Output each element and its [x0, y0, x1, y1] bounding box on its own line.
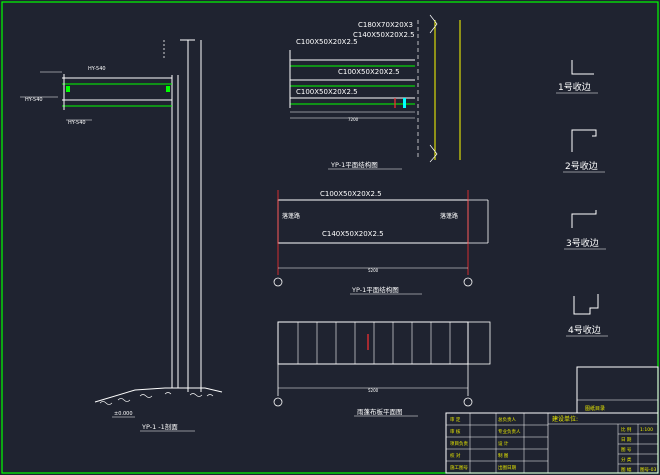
ground-line: [94, 387, 223, 403]
title-header: 建设单位:: [552, 415, 578, 423]
member-label: C140X50X20X2.5: [353, 31, 415, 39]
member-label: C180X70X20X3: [358, 21, 413, 29]
title-cell: 专业负责人: [498, 428, 521, 435]
title-grid: [445, 412, 659, 474]
title-cell: 制 图: [498, 452, 509, 459]
break-mark: [429, 144, 438, 163]
section-tag: HY-540: [25, 97, 43, 103]
edge-label: 3号收边: [566, 237, 599, 249]
title-cell: 项目负责: [450, 440, 468, 447]
plan-title: YP-1平面结构图: [330, 160, 378, 169]
title-cell: 审 定: [450, 416, 461, 423]
section-tag: HY-540: [88, 66, 106, 72]
title-cell: 审 核: [450, 428, 461, 435]
highlight-mark: [403, 98, 406, 108]
axis-bubble: [273, 397, 283, 407]
member-label: C140X50X20X2.5: [322, 230, 384, 238]
break-mark: [429, 14, 438, 34]
stamp-label: 图纸目录: [585, 405, 605, 412]
axis-bubble: [273, 277, 283, 287]
member-label: 落蓬路: [282, 212, 300, 220]
section-title: YP-1 -1剖面: [141, 422, 178, 431]
edge-3-shape: [571, 210, 597, 228]
title-cell: 图号-03: [640, 467, 656, 473]
plan-upper: C180X70X20X3 C140X50X20X2.5 C100X50X20X2…: [289, 14, 461, 170]
member-label: C100X50X20X2.5: [296, 38, 358, 46]
axis-bubble: [463, 397, 473, 407]
title-cell: 施工图号: [450, 464, 468, 471]
edge-label: 1号收边: [558, 81, 591, 93]
plan-lower: 5200 雨蓬布板平面图: [273, 321, 491, 417]
title-cell: 分 类: [621, 456, 632, 463]
section-view: HY-540 HY-540 HY-540 ±0.000 YP-1 -1剖面: [20, 39, 223, 432]
connector-marker: [166, 86, 170, 92]
panel-side: [467, 321, 491, 365]
member-label: 落蓬路: [440, 212, 458, 220]
connector-marker: [66, 86, 70, 92]
dimension-value: 7200: [348, 117, 359, 122]
title-cell: 总负责人: [498, 416, 516, 423]
title-cell: 1:100: [640, 427, 653, 433]
title-cell: 图 号: [621, 447, 632, 453]
member-label: C100X50X20X2.5: [338, 68, 400, 76]
axis-bubble: [463, 277, 473, 287]
title-block: 图纸目录 建设单位: 审 定 总负责人 审 核 专业负责人 项目负责 设 计 校…: [445, 366, 659, 474]
title-cell: 校 对: [450, 452, 461, 459]
dimension-value: 5200: [368, 388, 379, 393]
ground-hatch: [99, 392, 214, 405]
member-label: C100X50X20X2.5: [320, 190, 382, 198]
title-cell: 日 期: [621, 437, 632, 443]
plan-title: 雨蓬布板平面图: [357, 407, 403, 416]
dimension-value: 5200: [368, 268, 379, 273]
plan-title: YP-1平面结构图: [351, 285, 399, 294]
title-cell: 图 幅: [621, 466, 632, 473]
title-cell: 比 例: [621, 426, 632, 433]
plan-middle: C100X50X20X2.5 落蓬路 落蓬路 C140X50X20X2.5 52…: [273, 190, 489, 295]
edge-label: 2号收边: [565, 160, 598, 172]
edge-label: 4号收边: [568, 324, 601, 336]
section-tag: HY-540: [68, 120, 86, 126]
edge-2-shape: [571, 129, 597, 152]
edge-1-shape: [571, 60, 594, 75]
title-cell: 设 计: [498, 440, 509, 447]
title-cell: 出图日期: [498, 464, 516, 471]
edge-details: 1号收边 2号收边 3号收边 4号收边: [556, 60, 608, 337]
member-label: C100X50X20X2.5: [296, 88, 358, 96]
edge-4-shape: [573, 294, 599, 315]
ground-level-label: ±0.000: [114, 411, 133, 417]
